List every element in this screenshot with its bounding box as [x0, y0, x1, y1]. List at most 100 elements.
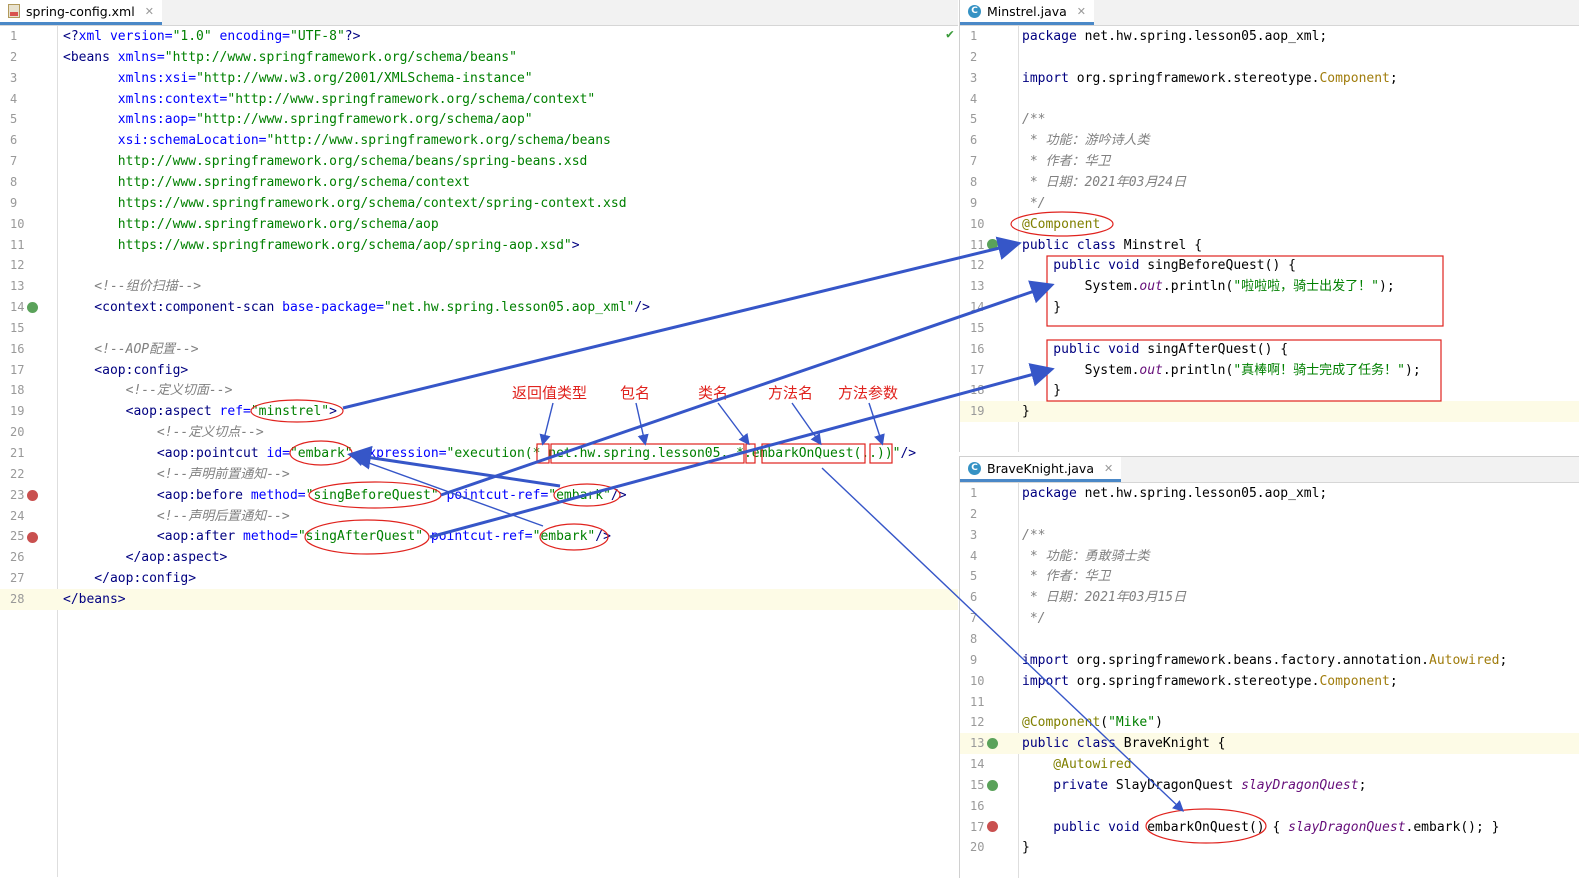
code-line[interactable]: 15: [960, 318, 1579, 339]
code-line[interactable]: 6 xsi:schemaLocation="http://www.springf…: [0, 130, 958, 151]
close-icon[interactable]: ✕: [144, 4, 154, 18]
line-number[interactable]: 6: [10, 133, 18, 148]
line-number[interactable]: 20: [10, 425, 25, 440]
code-line[interactable]: 4 xmlns:context="http://www.springframew…: [0, 89, 958, 110]
line-number[interactable]: 7: [970, 611, 978, 626]
code-line[interactable]: 15: [0, 318, 958, 339]
code-line[interactable]: 12 public void singBeforeQuest() {: [960, 255, 1579, 276]
line-number[interactable]: 10: [10, 216, 25, 231]
line-number[interactable]: 14: [970, 757, 985, 772]
line-number[interactable]: 23: [10, 487, 25, 502]
line-number[interactable]: 6: [970, 590, 978, 605]
code-line[interactable]: 14 }: [960, 297, 1579, 318]
line-number[interactable]: 9: [970, 652, 978, 667]
code-line[interactable]: 1<?xml version="1.0" encoding="UTF-8"?>: [0, 26, 958, 47]
line-number[interactable]: 4: [970, 548, 978, 563]
xml-code-area[interactable]: 1<?xml version="1.0" encoding="UTF-8"?> 2…: [0, 26, 958, 877]
line-number[interactable]: 12: [10, 258, 25, 273]
line-number[interactable]: 8: [970, 631, 978, 646]
line-number[interactable]: 1: [970, 29, 978, 43]
code-line[interactable]: 17 System.out.println("真棒啊！骑士完成了任务！");: [960, 360, 1579, 381]
line-number[interactable]: 10: [970, 673, 985, 688]
code-line[interactable]: 19}: [960, 401, 1579, 423]
line-number[interactable]: 17: [10, 362, 25, 377]
code-line[interactable]: 14 <context:component-scan base-package=…: [0, 297, 958, 318]
line-number[interactable]: 5: [10, 112, 18, 127]
line-number[interactable]: 22: [10, 466, 25, 481]
code-line[interactable]: 27 </aop:config>: [0, 568, 958, 589]
line-number[interactable]: 11: [10, 237, 25, 252]
code-line[interactable]: 2: [960, 504, 1579, 525]
code-line[interactable]: 8: [960, 629, 1579, 650]
code-line[interactable]: 13 System.out.println("啦啦啦，骑士出发了！");: [960, 276, 1579, 297]
line-number[interactable]: 12: [970, 258, 985, 273]
code-line[interactable]: 10@Component: [960, 214, 1579, 235]
bean-gutter-icon[interactable]: [987, 738, 998, 749]
line-number[interactable]: 8: [10, 174, 18, 189]
line-number[interactable]: 13: [970, 279, 985, 294]
method-gutter-icon[interactable]: [987, 821, 998, 832]
code-line[interactable]: 23 <aop:before method="singBeforeQuest" …: [0, 485, 958, 506]
line-number[interactable]: 19: [10, 404, 25, 419]
code-line[interactable]: 6 * 日期：2021年03月15日: [960, 587, 1579, 608]
code-line[interactable]: 25 <aop:after method="singAfterQuest" po…: [0, 526, 958, 547]
line-number[interactable]: 18: [10, 383, 25, 398]
line-number[interactable]: 28: [10, 591, 25, 606]
code-line[interactable]: 11 https://www.springframework.org/schem…: [0, 235, 958, 256]
code-line[interactable]: 3 xmlns:xsi="http://www.w3.org/2001/XMLS…: [0, 68, 958, 89]
line-number[interactable]: 27: [10, 571, 25, 586]
code-line[interactable]: 17 <aop:config>: [0, 360, 958, 381]
code-line[interactable]: 7 * 作者：华卫: [960, 151, 1579, 172]
line-number[interactable]: 17: [970, 819, 985, 834]
close-icon[interactable]: ✕: [1103, 461, 1114, 475]
tab-braveknight-java[interactable]: C BraveKnight.java ✕: [960, 457, 1122, 482]
line-number[interactable]: 14: [970, 300, 985, 315]
code-line[interactable]: 21 <aop:pointcut id="embark" expression=…: [0, 443, 958, 464]
line-number[interactable]: 16: [970, 798, 985, 813]
line-number[interactable]: 2: [970, 506, 978, 521]
bean-gutter-icon[interactable]: [987, 239, 998, 250]
code-line[interactable]: 26 </aop:aspect>: [0, 547, 958, 568]
code-line[interactable]: 15 private SlayDragonQuest slayDragonQue…: [960, 775, 1579, 796]
code-line[interactable]: 20}: [960, 837, 1579, 858]
code-line[interactable]: 7 */: [960, 608, 1579, 629]
line-number[interactable]: 16: [10, 341, 25, 356]
line-number[interactable]: 5: [970, 112, 978, 127]
code-line[interactable]: 19 <aop:aspect ref="minstrel">: [0, 401, 958, 422]
line-number[interactable]: 24: [10, 508, 25, 523]
line-number[interactable]: 17: [970, 362, 985, 377]
line-number[interactable]: 3: [970, 527, 978, 542]
code-line[interactable]: 16 public void singAfterQuest() {: [960, 339, 1579, 360]
tab-spring-config-xml[interactable]: spring-config.xml ✕: [0, 0, 162, 25]
code-line[interactable]: 18 <!--定义切面-->: [0, 380, 958, 401]
method-gutter-icon[interactable]: [27, 490, 38, 501]
line-number[interactable]: 8: [970, 174, 978, 189]
code-line[interactable]: 12: [0, 255, 958, 276]
line-number[interactable]: 9: [970, 195, 978, 210]
line-number[interactable]: 3: [970, 70, 978, 85]
line-number[interactable]: 14: [10, 300, 25, 315]
line-number[interactable]: 9: [10, 195, 18, 210]
code-line[interactable]: 10 http://www.springframework.org/schema…: [0, 214, 958, 235]
code-line[interactable]: 7 http://www.springframework.org/schema/…: [0, 151, 958, 172]
code-line[interactable]: 4 * 功能：勇敢骑士类: [960, 546, 1579, 567]
code-line[interactable]: 5 xmlns:aop="http://www.springframework.…: [0, 109, 958, 130]
tab-minstrel-java[interactable]: C Minstrel.java ✕: [960, 0, 1095, 25]
method-gutter-icon[interactable]: [27, 532, 38, 543]
line-number[interactable]: 11: [970, 694, 985, 709]
code-line[interactable]: 6 * 功能：游吟诗人类: [960, 130, 1579, 151]
line-number[interactable]: 4: [10, 91, 18, 106]
code-line[interactable]: 16: [960, 796, 1579, 817]
line-number[interactable]: 18: [970, 383, 985, 398]
code-line[interactable]: 18 }: [960, 380, 1579, 401]
code-line[interactable]: 11: [960, 692, 1579, 713]
code-line[interactable]: 24 <!--声明后置通知-->: [0, 506, 958, 527]
